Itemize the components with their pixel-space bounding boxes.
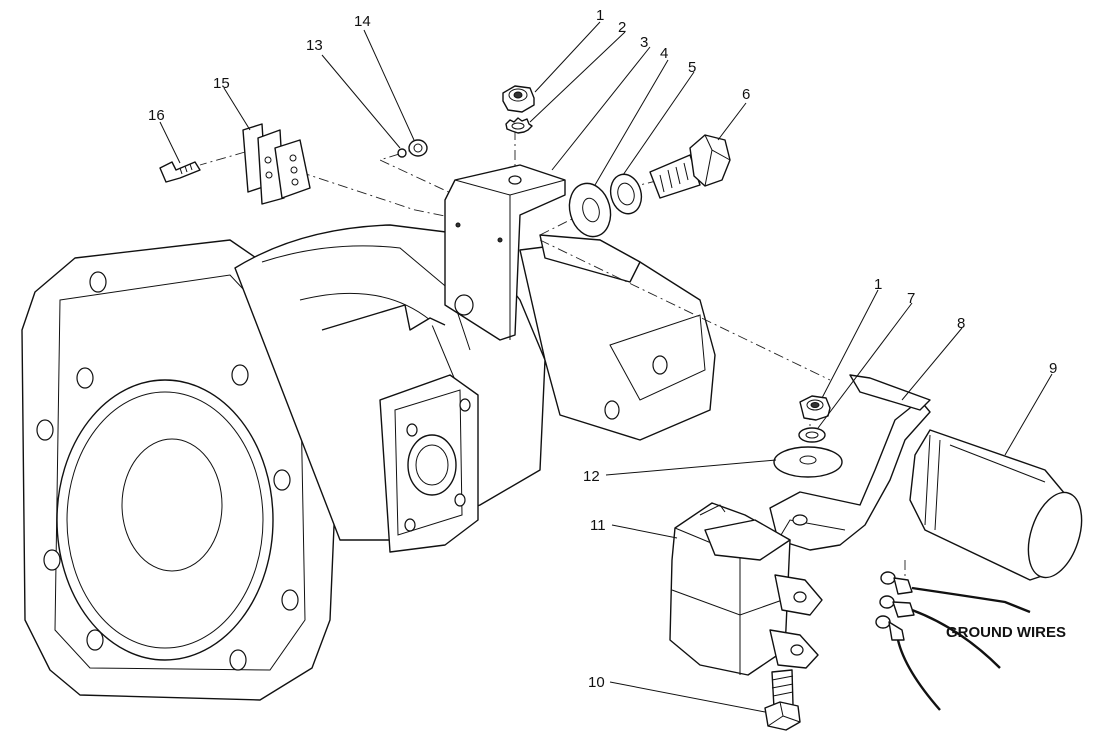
callout-6: 6: [742, 86, 750, 103]
ground-wires-label: GROUND WIRES: [946, 624, 1066, 641]
washer-12: [773, 446, 843, 478]
washer-7: [798, 427, 826, 443]
ground-wires: [875, 571, 1031, 711]
nut-1-lower: [799, 395, 831, 421]
nut-1-upper: [502, 85, 535, 113]
capacitor-9: [909, 429, 1083, 581]
callout-7: 7: [907, 290, 915, 307]
leader-lines: [159, 21, 1053, 713]
connector-15: [242, 123, 311, 205]
bolt-6: [649, 134, 731, 199]
callout-5: 5: [688, 59, 696, 76]
callout-11: 11: [590, 517, 606, 534]
washer-13: [397, 148, 407, 158]
screw-16: [159, 161, 201, 183]
callout-13: 13: [306, 37, 323, 54]
callout-14: 14: [354, 13, 371, 30]
callout-3: 3: [640, 34, 648, 51]
washer-5: [609, 173, 643, 215]
callout-numbers: 1 2 3 4 5 6 13 14 15 16 1 7 8 9 12 11 10: [148, 7, 1057, 691]
flange-bolt-holes: [36, 271, 299, 671]
pump-housing: [21, 224, 716, 701]
washer-4: [568, 182, 612, 238]
callout-1-upper: 1: [596, 7, 604, 24]
clamp-8: [769, 374, 931, 551]
callout-10: 10: [588, 674, 605, 691]
callout-16: 16: [148, 107, 165, 124]
bracket-3: [444, 164, 566, 341]
callout-15: 15: [213, 75, 230, 92]
lock-washer-2: [505, 117, 533, 134]
callout-8: 8: [957, 315, 965, 332]
relay-11: [669, 502, 823, 676]
callout-9: 9: [1049, 360, 1057, 377]
callout-1-lower: 1: [874, 276, 882, 293]
nut-14: [408, 139, 428, 157]
callout-4: 4: [660, 45, 668, 62]
callout-12: 12: [583, 468, 600, 485]
screw-10: [764, 669, 801, 731]
callout-2: 2: [618, 19, 626, 36]
